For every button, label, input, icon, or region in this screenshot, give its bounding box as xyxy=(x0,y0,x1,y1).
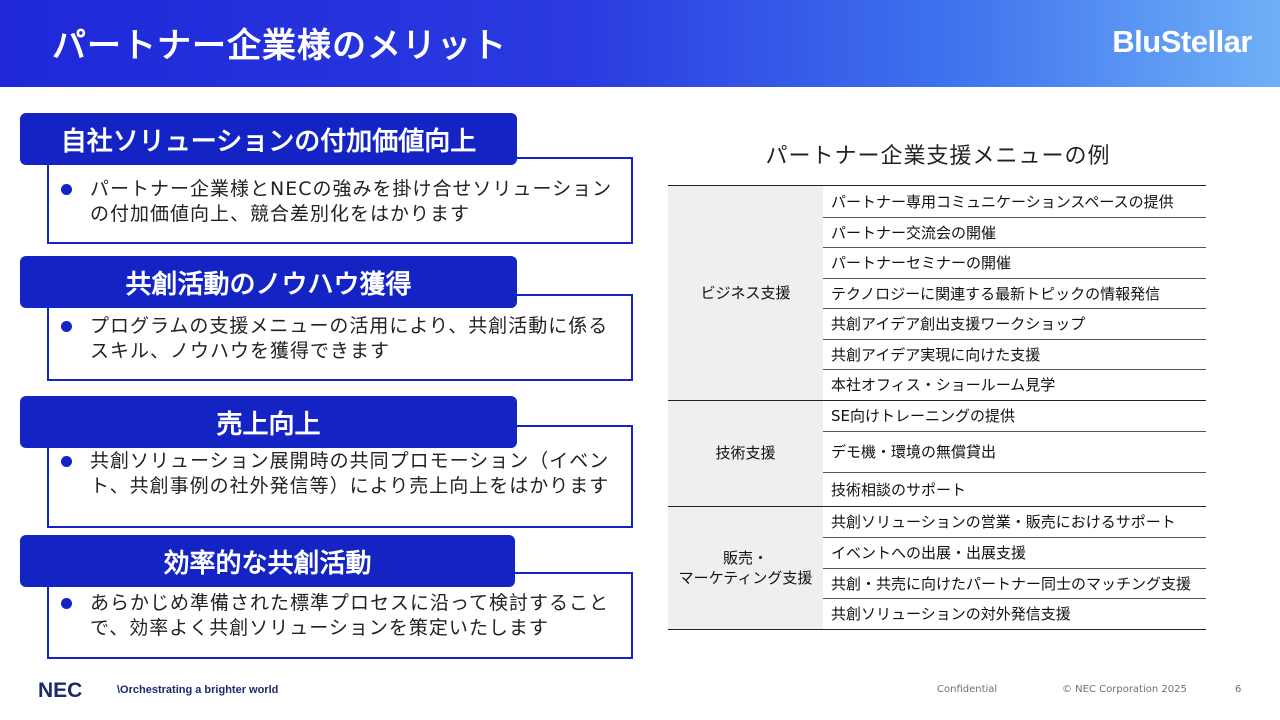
footer-tagline: \Orchestrating a brighter world xyxy=(117,684,279,696)
menu-group-technical: 技術支援 SE向けトレーニングの提供 デモ機・環境の無償貸出 技術相談のサポート xyxy=(668,399,1206,506)
menu-title: パートナー企業支援メニューの例 xyxy=(765,144,1111,169)
menu-item: テクノロジーに関連する最新トピックの情報発信 xyxy=(823,277,1206,309)
merit-box: パートナー企業様とNECの強みを掛け合せソリューションの付加価値向上、競合差別化… xyxy=(47,157,633,244)
menu-group-business: ビジネス支援 パートナー専用コミュニケーションスペースの提供 パートナー交流会の… xyxy=(668,185,1206,400)
group-label: 販売・ マーケティング支援 xyxy=(668,506,823,629)
merit-title: 売上向上 xyxy=(20,396,517,448)
group-label: ビジネス支援 xyxy=(668,186,823,400)
merit-title: 効率的な共創活動 xyxy=(20,535,515,587)
menu-item: 共創ソリューションの営業・販売におけるサポート xyxy=(831,513,1176,532)
bullet-row: あらかじめ準備された標準プロセスに沿って検討することで、効率よく共創ソリューショ… xyxy=(61,591,619,641)
merit-block-4: あらかじめ準備された標準プロセスに沿って検討することで、効率よく共創ソリューショ… xyxy=(20,535,640,661)
slide-header: パートナー企業様のメリット BluStellar xyxy=(0,0,1280,87)
merit-box: プログラムの支援メニューの活用により、共創活動に係るスキル、ノウハウを獲得できま… xyxy=(47,294,633,381)
confidential-label: Confidential xyxy=(937,684,998,695)
brand-logo: BluStellar xyxy=(1112,24,1252,59)
group-items: SE向けトレーニングの提供 デモ機・環境の無償貸出 技術相談のサポート xyxy=(823,401,1206,506)
group-label: 技術支援 xyxy=(668,400,823,506)
merit-block-2: プログラムの支援メニューの活用により、共創活動に係るスキル、ノウハウを獲得できま… xyxy=(20,256,640,382)
merit-block-3: 共創ソリューション展開時の共同プロモーション（イベント、共創事例の社外発信等）に… xyxy=(20,396,640,528)
bullet-icon xyxy=(61,184,72,195)
nec-logo: NEC xyxy=(38,679,83,702)
page-title: パートナー企業様のメリット xyxy=(52,26,507,66)
merit-text: あらかじめ準備された標準プロセスに沿って検討することで、効率よく共創ソリューショ… xyxy=(90,592,610,639)
support-menu-table: ビジネス支援 パートナー専用コミュニケーションスペースの提供 パートナー交流会の… xyxy=(668,185,1206,630)
merit-title: 共創活動のノウハウ獲得 xyxy=(20,256,517,308)
page-number: 6 xyxy=(1235,684,1242,695)
copyright-label: © NEC Corporation 2025 xyxy=(1062,684,1187,695)
merit-text: パートナー企業様とNECの強みを掛け合せソリューションの付加価値向上、競合差別化… xyxy=(90,178,613,225)
bullet-icon xyxy=(61,321,72,332)
menu-item: 本社オフィス・ショールーム見学 xyxy=(823,369,1206,400)
menu-item: 共創アイデア創出支援ワークショップ xyxy=(823,308,1206,339)
bullet-row: プログラムの支援メニューの活用により、共創活動に係るスキル、ノウハウを獲得できま… xyxy=(61,314,619,364)
bullet-icon xyxy=(61,456,72,467)
group-items: パートナー専用コミュニケーションスペースの提供 パートナー交流会の開催 パートナ… xyxy=(823,186,1206,400)
merit-text: 共創ソリューション展開時の共同プロモーション（イベント、共創事例の社外発信等）に… xyxy=(90,450,610,497)
menu-item: 共創アイデア実現に向けた支援 xyxy=(823,338,1206,370)
menu-item: 共創・共売に向けたパートナー同士のマッチング支援 xyxy=(823,567,1206,599)
menu-item: パートナー交流会の開催 xyxy=(823,216,1206,248)
menu-item: 技術相談のサポート xyxy=(823,471,1206,506)
bullet-icon xyxy=(61,598,72,609)
menu-item: 共創ソリューションの対外発信支援 xyxy=(823,598,1206,629)
merit-text: プログラムの支援メニューの活用により、共創活動に係るスキル、ノウハウを獲得できま… xyxy=(90,315,609,362)
merit-block-1: パートナー企業様とNECの強みを掛け合せソリューションの付加価値向上、競合差別化… xyxy=(20,113,640,245)
bullet-row: 共創ソリューション展開時の共同プロモーション（イベント、共創事例の社外発信等）に… xyxy=(61,449,619,499)
menu-item: イベントへの出展・出展支援 xyxy=(823,537,1206,568)
bullet-row: パートナー企業様とNECの強みを掛け合せソリューションの付加価値向上、競合差別化… xyxy=(61,177,619,227)
group-items: 共創ソリューションの営業・販売におけるサポート イベントへの出展・出展支援 共創… xyxy=(823,507,1206,629)
menu-group-sales-marketing: 販売・ マーケティング支援 共創ソリューションの営業・販売におけるサポート イベ… xyxy=(668,505,1206,630)
menu-item: パートナーセミナーの開催 xyxy=(823,247,1206,278)
menu-item: パートナー専用コミュニケーションスペースの提供 xyxy=(831,192,1174,211)
menu-item: SE向けトレーニングの提供 xyxy=(831,407,1016,425)
menu-item: デモ機・環境の無償貸出 xyxy=(823,430,1206,472)
merit-title: 自社ソリューションの付加価値向上 xyxy=(20,113,517,165)
